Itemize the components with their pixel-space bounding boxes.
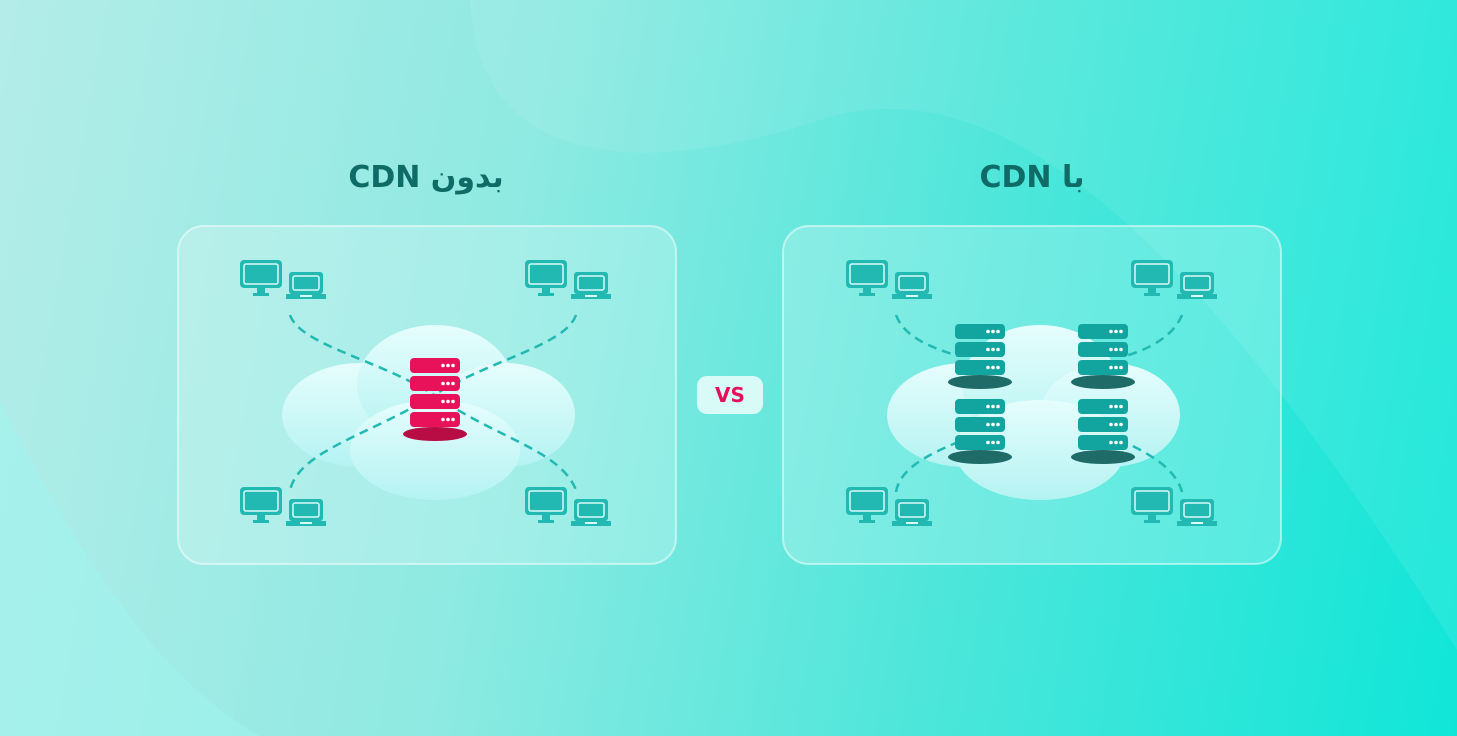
laptop-icon (286, 499, 326, 526)
client-devices (525, 487, 611, 526)
edge-server-icon (948, 324, 1012, 389)
desktop-monitor-icon (846, 260, 888, 296)
laptop-icon (1177, 272, 1217, 299)
client-devices (1131, 260, 1217, 299)
client-devices (240, 260, 326, 299)
desktop-monitor-icon (1131, 260, 1173, 296)
background-shape (470, 0, 1457, 650)
desktop-monitor-icon (240, 487, 282, 523)
connection-line (894, 314, 959, 358)
laptop-icon (1177, 499, 1217, 526)
desktop-monitor-icon (1131, 487, 1173, 523)
background-shape (0, 400, 260, 736)
client-devices (846, 487, 932, 526)
desktop-monitor-icon (846, 487, 888, 523)
client-devices (240, 487, 326, 526)
desktop-monitor-icon (525, 260, 567, 296)
origin-server-icon (403, 358, 467, 441)
vs-badge: VS (697, 376, 763, 414)
desktop-monitor-icon (240, 260, 282, 296)
laptop-icon (892, 499, 932, 526)
edge-server-icon (1071, 399, 1135, 464)
laptop-icon (892, 272, 932, 299)
client-devices (1131, 487, 1217, 526)
desktop-monitor-icon (525, 487, 567, 523)
edge-server-icon (1071, 324, 1135, 389)
connection-line (894, 440, 959, 493)
laptop-icon (571, 499, 611, 526)
connection-line (1124, 314, 1184, 358)
edge-server-icon (948, 399, 1012, 464)
without-cdn-title: بدون CDN (348, 160, 504, 195)
laptop-icon (286, 272, 326, 299)
connection-line (1124, 440, 1184, 493)
client-devices (846, 260, 932, 299)
client-devices (525, 260, 611, 299)
with-cdn-title: با CDN (979, 160, 1085, 195)
laptop-icon (571, 272, 611, 299)
